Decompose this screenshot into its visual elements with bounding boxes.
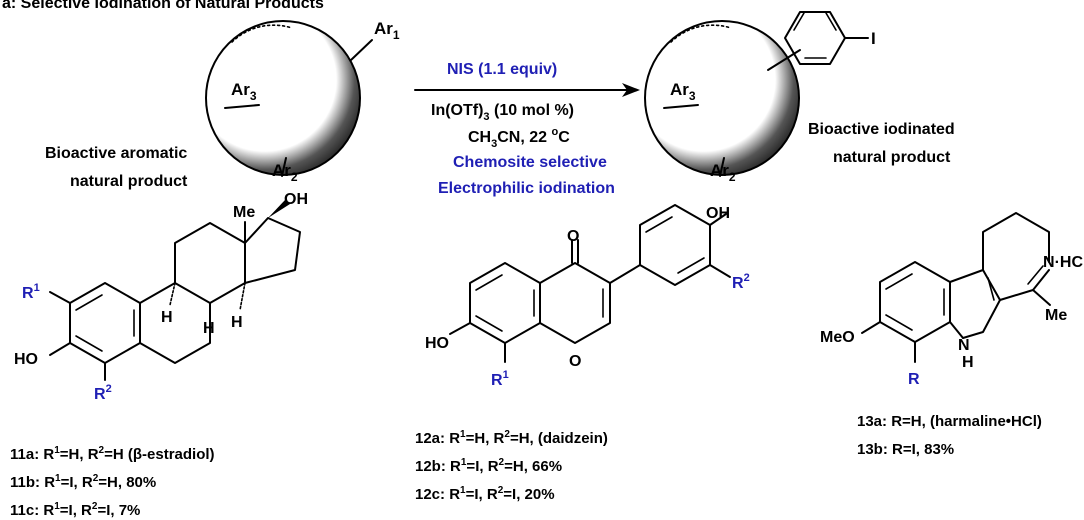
estradiol-structure: OH Me H H H HO R1 R2 — [14, 191, 308, 403]
reactant-name-line2: natural product — [70, 173, 188, 190]
harmaline-meo-label: MeO — [820, 329, 855, 346]
entry-12c: 12c: R1=I, R2=I, 20% — [415, 485, 555, 503]
product-iodine-label: I — [871, 29, 876, 48]
product-ar3-label: Ar3 — [670, 80, 696, 103]
product-name-line2: natural product — [833, 149, 951, 166]
reactant-name-line1: Bioactive aromatic — [45, 145, 187, 162]
entry-11b: 11b: R1=I, R2=H, 80% — [10, 473, 156, 491]
daidzein-ho-label: HO — [425, 335, 449, 352]
daidzein-structure: OH O O HO R1 R2 — [425, 204, 750, 389]
product-structure: I Ar3 Ar2 — [644, 11, 876, 184]
harmaline-me-label: Me — [1045, 307, 1067, 324]
daidzein-r2-label: R2 — [732, 272, 750, 292]
scheme-title: a: Selective Iodination of Natural Produ… — [2, 0, 324, 12]
reactant-ar1-label: Ar1 — [374, 19, 400, 42]
harmaline-structure: N·HCl Me MeO N H R — [820, 212, 1084, 388]
harmaline-nh-label: N — [958, 337, 970, 354]
estradiol-oh-label: OH — [284, 191, 308, 208]
entry-12a: 12a: R1=H, R2=H, (daidzein) — [415, 429, 608, 447]
estradiol-me-label: Me — [233, 204, 255, 221]
reactant-ar3-label: Ar3 — [231, 80, 257, 103]
solvent-label: CH3CN, 22 oC — [468, 126, 570, 150]
entry-13b: 13b: R=I, 83% — [857, 441, 954, 458]
estradiol-h-label-1: H — [161, 309, 173, 326]
estradiol-ho-label: HO — [14, 351, 38, 368]
selectivity-note-2: Electrophilic iodination — [438, 180, 615, 197]
reaction-arrow — [414, 83, 640, 97]
daidzein-ring-o-label: O — [569, 353, 581, 370]
catalyst-label: In(OTf)3 (10 mol %) — [431, 102, 574, 123]
estradiol-r1-label: R1 — [22, 282, 40, 302]
product-ar2-label: Ar2 — [710, 161, 736, 184]
daidzein-carbonyl-o-label: O — [567, 228, 579, 245]
entry-13a: 13a: R=H, (harmaline•HCl) — [857, 413, 1042, 430]
entry-11c: 11c: R1=I, R2=I, 7% — [10, 501, 140, 519]
harmaline-r-label: R — [908, 371, 920, 388]
entry-11a: 11a: R1=H, R2=H (β-estradiol) — [10, 445, 215, 463]
reagent-label: NIS (1.1 equiv) — [447, 61, 557, 78]
estradiol-h-label-3: H — [231, 314, 243, 331]
selectivity-note-1: Chemosite selective — [453, 154, 607, 171]
harmaline-nh-h-label: H — [962, 354, 974, 371]
estradiol-r2-label: R2 — [94, 383, 112, 403]
daidzein-oh-label: OH — [706, 205, 730, 222]
reactant-structure: Ar1 Ar3 Ar2 — [205, 19, 400, 184]
estradiol-h-label-2: H — [203, 320, 215, 337]
entry-12b: 12b: R1=I, R2=H, 66% — [415, 457, 562, 475]
daidzein-r1-label: R1 — [491, 369, 509, 389]
harmaline-n-hcl-label: N·HCl — [1043, 254, 1084, 271]
reactant-ar2-label: Ar2 — [272, 161, 298, 184]
product-name-line1: Bioactive iodinated — [808, 121, 955, 138]
